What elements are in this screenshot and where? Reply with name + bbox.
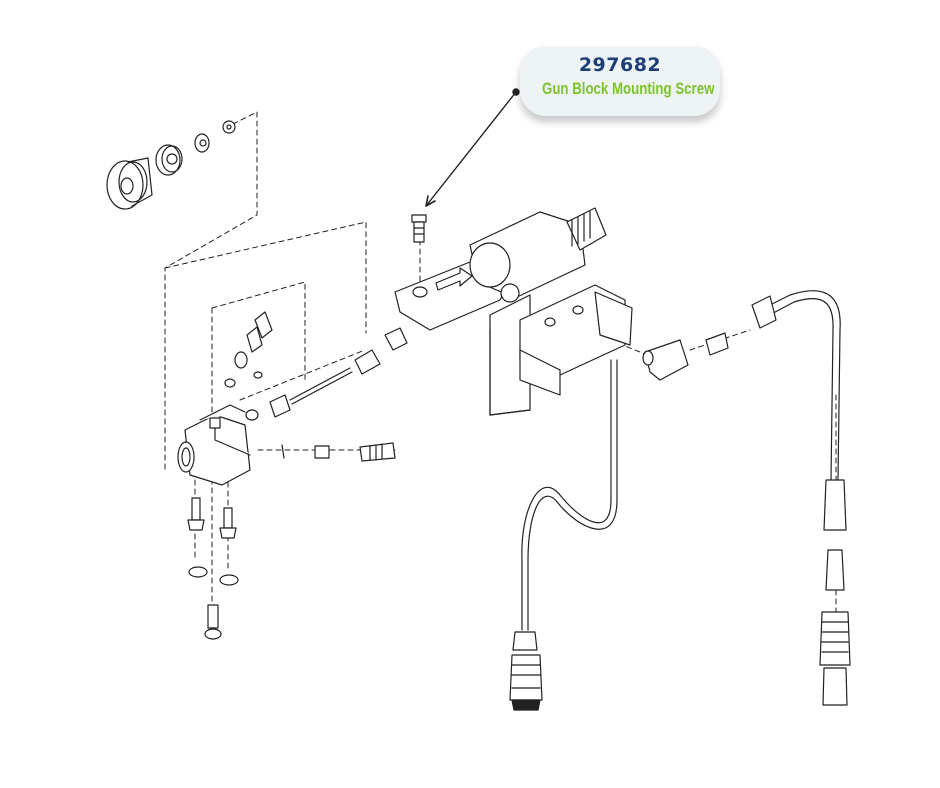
air-hose [751,290,851,706]
part-number-label: 297682 [578,54,662,76]
nozzle-cap-assembly [106,120,236,210]
gun-block-body [177,404,251,486]
lower-valve-screws [187,497,239,640]
gun-block-fittings [224,311,408,462]
part-name-label: Gun Block Mounting Screw [542,79,715,98]
actuator-module [394,207,633,416]
part-callout-badge[interactable]: 297682 Gun Block Mounting Screw [520,46,720,116]
gun-block-mounting-screw [411,214,427,243]
callout-leader-arrow [425,88,520,207]
elbow-fitting [642,332,729,381]
solenoid-cable [509,359,618,711]
mounting-bracket [489,329,531,416]
